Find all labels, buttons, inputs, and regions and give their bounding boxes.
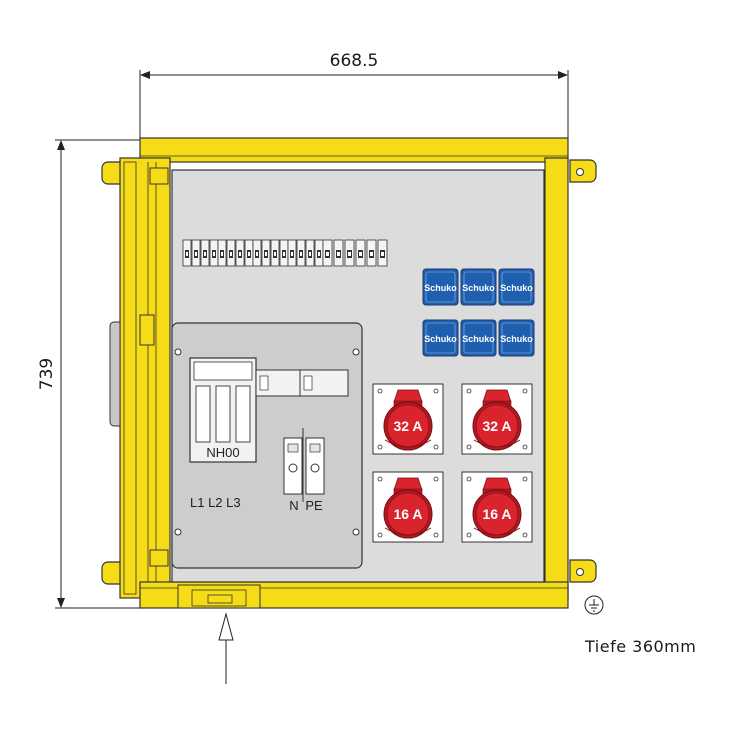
cee-socket: 32 A <box>372 383 444 455</box>
circuit-breaker <box>333 239 344 267</box>
circuit-breaker <box>314 239 324 267</box>
schuko-socket: Schuko <box>460 268 497 306</box>
height-dimension: 739 <box>37 139 140 609</box>
cee-socket: 16 A <box>372 471 444 543</box>
circuit-breaker <box>322 239 333 267</box>
circuit-breaker <box>209 239 219 267</box>
schuko-label: Schuko <box>424 334 457 344</box>
schuko-socket: Schuko <box>460 319 497 357</box>
circuit-breaker <box>344 239 355 267</box>
cable-entry-arrow-icon <box>218 612 234 684</box>
schuko-socket: Schuko <box>422 319 459 357</box>
schuko-label: Schuko <box>500 334 533 344</box>
schuko-label: Schuko <box>462 334 495 344</box>
circuit-breaker <box>305 239 315 267</box>
nh00-fuse-base: NH00 <box>189 357 257 463</box>
neutral-pe-terminals: N PE <box>283 428 325 513</box>
circuit-breaker <box>200 239 210 267</box>
width-dimension-label: 668.5 <box>330 51 379 71</box>
circuit-breaker <box>261 239 271 267</box>
circuit-breaker <box>279 239 289 267</box>
circuit-breaker <box>226 239 236 267</box>
depth-note: Tiefe 360mm <box>584 637 696 656</box>
schuko-socket: Schuko <box>422 268 459 306</box>
circuit-breaker <box>235 239 245 267</box>
circuit-breaker <box>366 239 377 267</box>
circuit-breaker-row <box>182 239 388 267</box>
neutral-label: N <box>289 498 298 513</box>
schuko-socket: Schuko <box>498 268 535 306</box>
ground-symbol-icon <box>584 595 604 615</box>
circuit-breaker <box>355 239 366 267</box>
enclosure <box>101 137 597 609</box>
schuko-label: Schuko <box>424 283 457 293</box>
height-dimension-label: 739 <box>37 358 57 390</box>
circuit-breaker <box>182 239 192 267</box>
circuit-breaker <box>252 239 262 267</box>
cee-rating-label: 32 A <box>482 418 511 434</box>
cee-rating-label: 32 A <box>393 418 422 434</box>
cee-socket-group: 32 A 32 A 16 A 16 A <box>372 383 533 543</box>
circuit-breaker <box>191 239 201 267</box>
pe-label: PE <box>305 498 323 513</box>
schuko-label: Schuko <box>462 283 495 293</box>
schuko-socket: Schuko <box>498 319 535 357</box>
circuit-breaker <box>296 239 306 267</box>
circuit-breaker <box>377 239 388 267</box>
circuit-breaker <box>244 239 254 267</box>
cee-socket: 32 A <box>461 383 533 455</box>
fuse-base-label: NH00 <box>206 445 239 460</box>
circuit-breaker <box>217 239 227 267</box>
auxiliary-modules <box>255 369 349 397</box>
schuko-label: Schuko <box>500 283 533 293</box>
phase-labels: L1 L2 L3 <box>190 495 241 510</box>
cee-rating-label: 16 A <box>482 506 511 522</box>
circuit-breaker <box>270 239 280 267</box>
circuit-breaker <box>287 239 297 267</box>
cee-rating-label: 16 A <box>393 506 422 522</box>
cee-socket: 16 A <box>461 471 533 543</box>
